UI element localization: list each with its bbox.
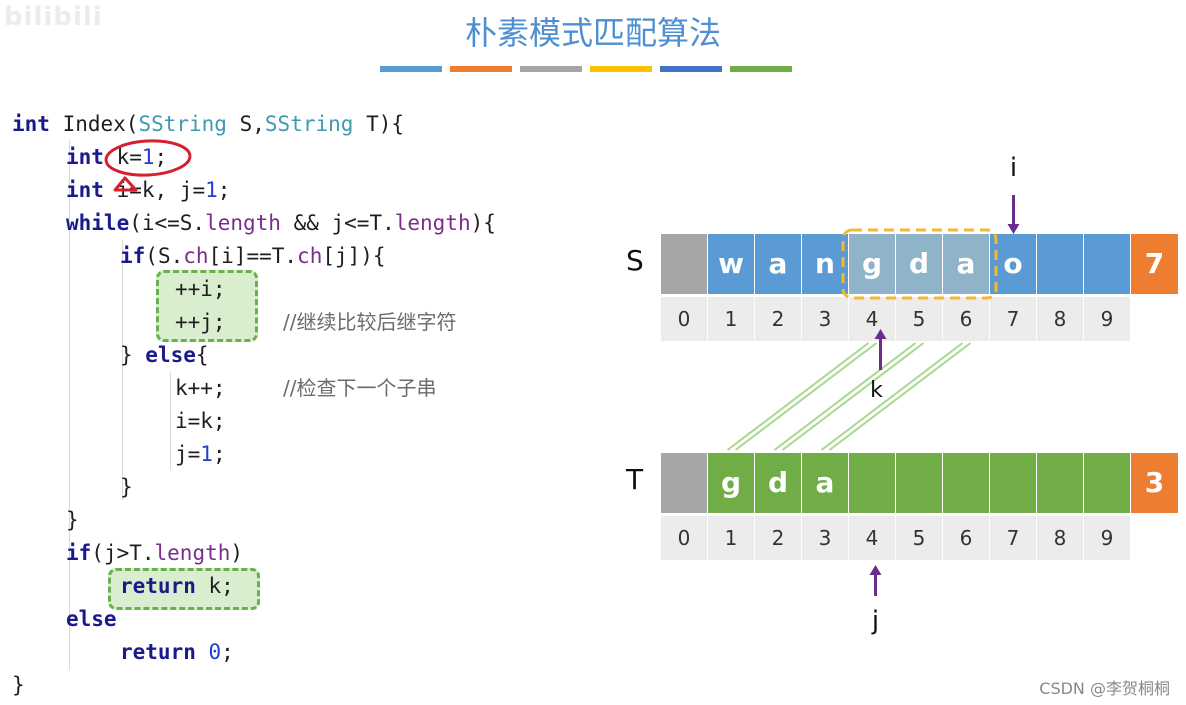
s-row-label: S	[626, 244, 644, 277]
code-line-14: if(j>T.length)	[66, 541, 244, 565]
color-bar-segment	[380, 66, 442, 72]
match-connector-line	[773, 342, 917, 451]
k-pointer-label: k	[870, 378, 883, 403]
code-line-16: else	[66, 607, 117, 631]
code-line-18: }	[12, 673, 25, 697]
code-line-3: int i=k, j=1;	[66, 178, 231, 202]
s-index-cell: 3	[802, 297, 849, 341]
s-index-cell: 4	[849, 297, 896, 341]
code-line-8: } else{	[120, 343, 209, 367]
indent-guide	[69, 140, 70, 670]
t-char-cell	[1084, 453, 1131, 513]
t-index-cell: 4	[849, 516, 896, 560]
s-index-cell: 1	[708, 297, 755, 341]
indent-guide	[170, 372, 171, 470]
t-char-cell	[990, 453, 1037, 513]
s-char-cell: g	[849, 234, 896, 294]
s-index-cell: 9	[1084, 297, 1131, 341]
code-line-5: if(S.ch[i]==T.ch[j]){	[120, 244, 386, 268]
code-line-12: }	[120, 475, 133, 499]
s-char-cell: a	[755, 234, 802, 294]
s-char-cell: n	[802, 234, 849, 294]
comment-compare-next: //继续比较后继字符	[283, 310, 457, 334]
s-char-cell	[1037, 234, 1084, 294]
s-char-cell: w	[708, 234, 755, 294]
code-line-9: k++;//检查下一个子串	[175, 373, 436, 403]
t-length-cell: 3	[1131, 453, 1178, 513]
match-connector-line	[734, 342, 878, 451]
t-index-cell: 7	[990, 516, 1037, 560]
color-bar-segment	[520, 66, 582, 72]
match-connector-line	[726, 342, 870, 451]
j-pointer-arrow-head	[869, 565, 882, 575]
t-char-cell	[896, 453, 943, 513]
t-index-cell: 2	[755, 516, 802, 560]
csdn-watermark: CSDN @李贺桐桐	[1039, 679, 1170, 698]
code-line-4: while(i<=S.length && j<=T.length){	[66, 211, 496, 235]
match-connector-line	[820, 342, 964, 451]
code-line-11: j=1;	[175, 442, 226, 466]
s-char-cell: d	[896, 234, 943, 294]
code-line-7: ++j;//继续比较后继字符	[175, 307, 456, 337]
s-char-cell	[1084, 234, 1131, 294]
s-char-cell: o	[990, 234, 1037, 294]
code-line-15: return k;	[120, 574, 234, 598]
t-char-cell	[943, 453, 990, 513]
t-char-cell: g	[708, 453, 755, 513]
t-index-cell: 5	[896, 516, 943, 560]
code-line-17: return 0;	[120, 640, 234, 664]
t-index-cell: 6	[943, 516, 990, 560]
code-line-13: }	[66, 508, 79, 532]
t-char-cell	[849, 453, 896, 513]
s-index-cell: 8	[1037, 297, 1084, 341]
i-pointer-label: i	[1009, 153, 1018, 183]
bilibili-watermark: bilibili	[4, 2, 103, 32]
t-char-cell: a	[802, 453, 849, 513]
code-line-1: int Index(SString S,SString T){	[12, 112, 404, 136]
return-highlight-box	[108, 568, 260, 610]
t-index-cell: 1	[708, 516, 755, 560]
indent-guide	[122, 240, 123, 500]
i-pointer-arrow-head	[1007, 224, 1020, 234]
s-char-cell	[661, 234, 708, 294]
t-index-cell: 3	[802, 516, 849, 560]
t-row-label: T	[626, 463, 644, 496]
color-bar-segment	[590, 66, 652, 72]
j-pointer-label: j	[871, 606, 880, 636]
s-index-cell: 2	[755, 297, 802, 341]
color-bar-segment	[660, 66, 722, 72]
s-index-cell: 6	[943, 297, 990, 341]
page-title: 朴素模式匹配算法	[464, 14, 721, 52]
code-line-10: i=k;	[175, 409, 226, 433]
t-char-cell	[661, 453, 708, 513]
s-index-cell: 0	[661, 297, 708, 341]
t-char-cell: d	[755, 453, 802, 513]
s-index-cell: 7	[990, 297, 1037, 341]
t-index-cell: 0	[661, 516, 708, 560]
match-connector-line	[828, 342, 972, 451]
code-line-2: int k=1;	[66, 145, 168, 169]
s-length-cell: 7	[1131, 234, 1178, 294]
increment-highlight-box	[156, 270, 258, 342]
t-index-cell: 9	[1084, 516, 1131, 560]
s-char-cell: a	[943, 234, 990, 294]
color-bar-segment	[730, 66, 792, 72]
s-index-cell: 5	[896, 297, 943, 341]
code-line-6: ++i;	[175, 277, 226, 301]
match-connector-line	[781, 342, 925, 451]
comment-next-substring: //检查下一个子串	[283, 376, 437, 400]
t-index-cell: 8	[1037, 516, 1084, 560]
color-bar-segment	[450, 66, 512, 72]
t-char-cell	[1037, 453, 1084, 513]
